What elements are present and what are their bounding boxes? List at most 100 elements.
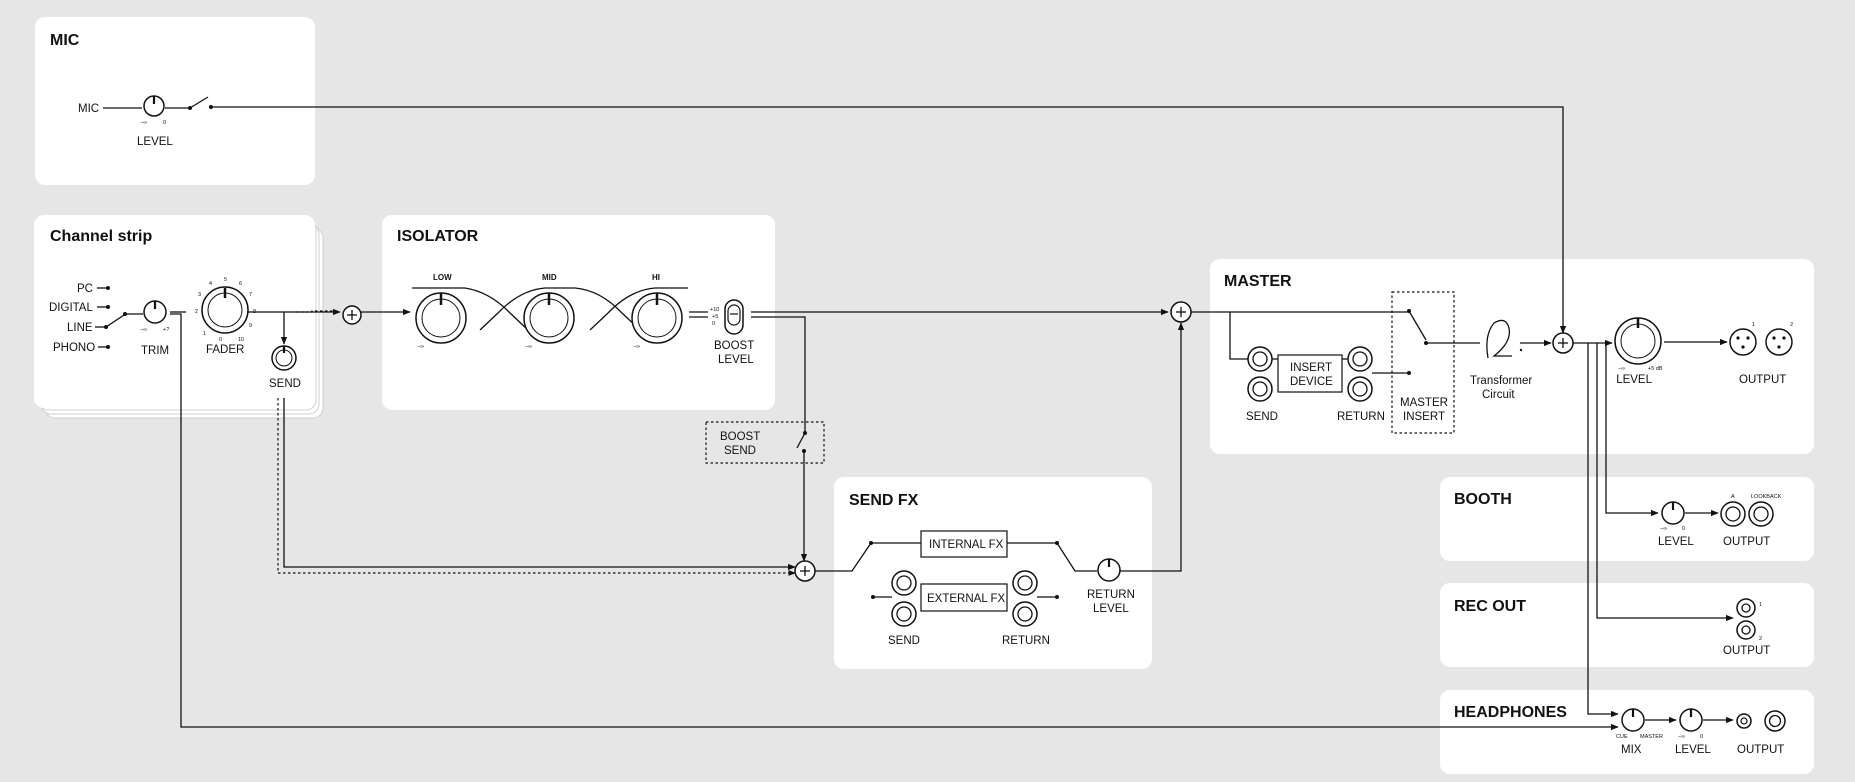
recout-rca-1[interactable] bbox=[1736, 598, 1756, 618]
svg-text:LOOKBACK: LOOKBACK bbox=[1751, 494, 1782, 500]
svg-text:LEVEL: LEVEL bbox=[1093, 603, 1129, 615]
iso-mid-label: MID bbox=[542, 273, 557, 282]
svg-text:SEND: SEND bbox=[1246, 411, 1278, 423]
sendfx-return-jack-2[interactable] bbox=[1012, 601, 1038, 627]
svg-text:−∞: −∞ bbox=[140, 120, 147, 126]
sendfx-send-jack-2[interactable] bbox=[891, 601, 917, 627]
master-send-jack-2[interactable] bbox=[1247, 376, 1273, 402]
svg-text:−∞: −∞ bbox=[417, 344, 424, 350]
svg-text:0: 0 bbox=[1700, 734, 1703, 740]
svg-text:1: 1 bbox=[1759, 602, 1762, 608]
svg-text:−∞: −∞ bbox=[1618, 366, 1625, 372]
iso-hi-knob[interactable] bbox=[631, 292, 683, 344]
svg-text:+5: +5 bbox=[712, 314, 718, 320]
svg-text:0: 0 bbox=[712, 321, 715, 327]
boost-level-switch[interactable] bbox=[724, 299, 744, 335]
svg-text:EXTERNAL FX: EXTERNAL FX bbox=[927, 593, 1006, 605]
svg-text:BOOST: BOOST bbox=[720, 431, 760, 443]
svg-text:A: A bbox=[1731, 494, 1735, 500]
svg-text:1: 1 bbox=[203, 331, 206, 337]
master-output-xlr-1[interactable] bbox=[1729, 328, 1757, 356]
fader-knob[interactable] bbox=[201, 286, 249, 334]
iso-low-knob[interactable] bbox=[415, 292, 467, 344]
svg-text:CUE: CUE bbox=[1616, 734, 1628, 740]
isolator-title: ISOLATOR bbox=[397, 228, 479, 245]
master-insert-switch[interactable] bbox=[1408, 310, 1427, 341]
send-label: SEND bbox=[269, 378, 301, 390]
svg-text:+5 dB: +5 dB bbox=[1648, 366, 1663, 372]
svg-text:Circuit: Circuit bbox=[1482, 389, 1515, 401]
input-selector-switch[interactable] bbox=[105, 314, 125, 328]
svg-text:9: 9 bbox=[249, 323, 252, 329]
svg-text:INTERNAL FX: INTERNAL FX bbox=[929, 539, 1004, 551]
boost-send-switch[interactable] bbox=[796, 432, 806, 449]
headphones-title: HEADPHONES bbox=[1454, 704, 1567, 721]
master-send-jack-1[interactable] bbox=[1247, 346, 1273, 372]
svg-text:0: 0 bbox=[163, 120, 166, 126]
recout-rca-2[interactable] bbox=[1736, 620, 1756, 640]
input-line: LINE bbox=[67, 322, 93, 334]
svg-text:LEVEL: LEVEL bbox=[1658, 536, 1694, 548]
booth-output-jack-b[interactable] bbox=[1748, 501, 1774, 527]
svg-text:5: 5 bbox=[224, 277, 227, 283]
svg-text:SEND: SEND bbox=[724, 445, 756, 457]
svg-text:LEVEL: LEVEL bbox=[1616, 374, 1652, 386]
svg-text:0: 0 bbox=[1682, 526, 1685, 532]
master-output-xlr-2[interactable] bbox=[1765, 328, 1793, 356]
svg-text:Transformer: Transformer bbox=[1470, 375, 1532, 387]
boost-label: BOOST bbox=[714, 340, 754, 352]
svg-text:MASTER: MASTER bbox=[1640, 734, 1663, 740]
channel-section: PC DIGITAL LINE PHONO −∞ +? TRIM 0 1 2 3… bbox=[49, 277, 301, 390]
isolator-section: LOW MID HI −∞ −∞ −∞ +10 +5 0 bbox=[412, 273, 754, 366]
svg-text:+?: +? bbox=[163, 327, 169, 333]
iso-low-label: LOW bbox=[433, 273, 452, 282]
svg-text:1: 1 bbox=[1752, 322, 1755, 328]
master-return-jack-1[interactable] bbox=[1347, 346, 1373, 372]
svg-text:2: 2 bbox=[1790, 322, 1793, 328]
svg-text:RETURN: RETURN bbox=[1002, 635, 1050, 647]
fader-label: FADER bbox=[206, 344, 244, 356]
panel-backgrounds bbox=[34, 17, 1814, 774]
booth-output-jack-a[interactable] bbox=[1720, 501, 1746, 527]
master-section: INSERT DEVICE SEND RETURN MASTER INSERT … bbox=[1246, 291, 1793, 434]
svg-text:−∞: −∞ bbox=[1678, 734, 1685, 740]
hp-output-jack[interactable] bbox=[1764, 710, 1786, 732]
headphones-section: CUE MASTER MIX −∞ 0 LEVEL OUTPUT bbox=[1616, 708, 1786, 756]
svg-text:6: 6 bbox=[239, 281, 242, 287]
recout-title: REC OUT bbox=[1454, 598, 1526, 615]
mic-panel bbox=[35, 17, 315, 185]
sendfx-return-jack-1[interactable] bbox=[1012, 570, 1038, 596]
svg-text:SEND: SEND bbox=[888, 635, 920, 647]
boost-level-label: LEVEL bbox=[718, 354, 754, 366]
booth-section: −∞ 0 LEVEL A LOOKBACK OUTPUT bbox=[1658, 494, 1782, 548]
svg-text:0: 0 bbox=[219, 337, 222, 343]
master-level-knob[interactable] bbox=[1614, 317, 1662, 365]
input-phono: PHONO bbox=[53, 342, 95, 354]
svg-text:DEVICE: DEVICE bbox=[1290, 376, 1333, 388]
booth-panel bbox=[1440, 477, 1814, 561]
trim-label: TRIM bbox=[141, 345, 169, 357]
hp-output-mini-jack[interactable] bbox=[1736, 713, 1752, 729]
mic-level-label: LEVEL bbox=[137, 136, 173, 148]
iso-hi-label: HI bbox=[652, 273, 660, 282]
svg-text:MASTER: MASTER bbox=[1400, 397, 1448, 409]
external-fx-box bbox=[920, 583, 1008, 612]
svg-text:OUTPUT: OUTPUT bbox=[1737, 744, 1784, 756]
booth-title: BOOTH bbox=[1454, 491, 1512, 508]
svg-text:OUTPUT: OUTPUT bbox=[1723, 536, 1770, 548]
master-return-jack-2[interactable] bbox=[1347, 376, 1373, 402]
svg-text:INSERT: INSERT bbox=[1403, 411, 1445, 423]
master-insert-box bbox=[1391, 291, 1455, 434]
sendfx-section: INTERNAL FX EXTERNAL FX SEND RETURN RETU… bbox=[871, 530, 1135, 647]
svg-text:OUTPUT: OUTPUT bbox=[1723, 645, 1770, 657]
mic-switch[interactable] bbox=[189, 96, 209, 109]
isolator-panel bbox=[382, 215, 775, 410]
svg-text:+10: +10 bbox=[710, 307, 719, 313]
sendfx-send-jack-1[interactable] bbox=[891, 570, 917, 596]
iso-mid-knob[interactable] bbox=[523, 292, 575, 344]
master-title: MASTER bbox=[1224, 273, 1292, 290]
input-pc: PC bbox=[77, 283, 93, 295]
signal-wires bbox=[170, 106, 1734, 731]
channel-title: Channel strip bbox=[50, 228, 152, 245]
